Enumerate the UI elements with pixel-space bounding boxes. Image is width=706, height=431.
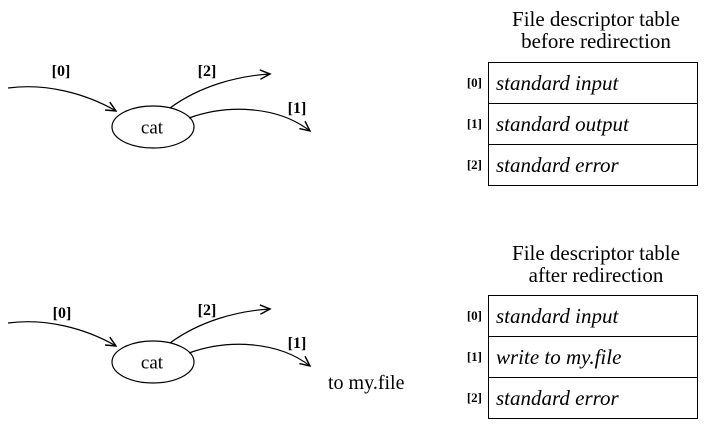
after-fd-table: standard input write to my.file standard…: [488, 295, 698, 419]
before-table-title-line2: before redirection: [521, 29, 671, 53]
before-fd0-label: [0]: [51, 63, 71, 80]
after-fd0-label: [0]: [52, 305, 72, 322]
after-fd0-arrow: [7, 321, 116, 346]
before-row1-index: [1]: [466, 115, 482, 131]
before-fd2-label: [2]: [197, 63, 217, 80]
before-table-title-line1: File descriptor table: [512, 7, 680, 31]
after-fd2-arrow: [169, 309, 270, 344]
after-process-ellipse: [111, 340, 195, 384]
after-row0-index: [0]: [466, 307, 482, 323]
after-table-index-column: [0] [1] [2]: [450, 295, 482, 418]
after-fd1-label: [1]: [287, 335, 307, 352]
redirect-target-note: to my.file: [328, 372, 405, 394]
before-row2-index: [2]: [466, 156, 482, 172]
after-process-label: cat: [140, 352, 164, 374]
before-fd0-arrow: [7, 86, 116, 111]
after-fd2-label: [2]: [197, 302, 217, 319]
before-fd1-label: [1]: [287, 100, 307, 117]
before-process-label: cat: [140, 117, 164, 139]
after-table-title-line2: after redirection: [528, 263, 664, 287]
after-row2-index: [2]: [466, 389, 482, 405]
before-table-title: File descriptor table before redirection: [478, 8, 706, 52]
table-row: standard input: [489, 63, 697, 104]
before-row0-index: [0]: [466, 74, 482, 90]
after-table-title: File descriptor table after redirection: [478, 242, 706, 286]
table-row: standard output: [489, 104, 697, 145]
after-fd1-arrow: [188, 343, 310, 366]
before-table-index-column: [0] [1] [2]: [450, 62, 482, 185]
table-row: standard error: [496, 152, 619, 177]
before-fd2-arrow: [169, 74, 270, 109]
before-process-ellipse: [111, 105, 195, 149]
after-table-title-line1: File descriptor table: [512, 241, 680, 265]
after-row1-index: [1]: [466, 348, 482, 364]
table-row: write to my.file: [489, 337, 697, 378]
before-fd1-arrow: [188, 108, 310, 131]
before-fd-table: standard input standard output standard …: [488, 62, 698, 186]
table-row: standard error: [496, 385, 619, 410]
table-row: standard input: [489, 296, 697, 337]
